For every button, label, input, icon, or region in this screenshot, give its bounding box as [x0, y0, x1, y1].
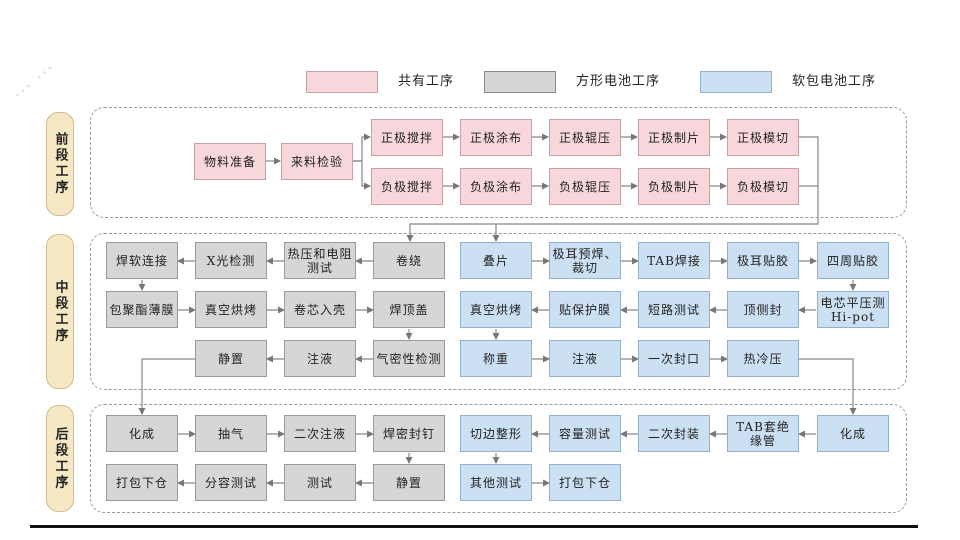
legend-label-square: 方形电池工序	[576, 74, 661, 89]
step-first-sealing: 一次封口	[638, 340, 710, 377]
step-positive-die-cut: 正极模切	[727, 119, 799, 156]
legend-swatch-shared	[306, 71, 378, 93]
step-standing-square: 静置	[195, 340, 267, 377]
step-stacking: 叠片	[460, 242, 532, 279]
step-winding: 卷绕	[373, 242, 445, 279]
step-weld-soft-connection: 焊软连接	[106, 242, 178, 279]
step-top-side-sealing: 顶侧封	[727, 291, 799, 328]
legend-label-shared: 共有工序	[398, 74, 455, 89]
step-weighing: 称重	[460, 340, 532, 377]
legend-label-pouch: 软包电池工序	[792, 74, 877, 89]
step-core-into-case: 卷芯入壳	[284, 291, 356, 328]
step-tab-insulation-sleeve: TAB套绝缘管	[727, 415, 799, 452]
step-negative-rolling: 负极辊压	[549, 168, 621, 205]
front-section-label: 前段工序	[52, 132, 68, 196]
step-incoming-inspection: 来料检验	[281, 143, 353, 180]
step-weld-top-cap: 焊顶盖	[373, 291, 445, 328]
step-wrap-polyester-film: 包聚酯薄膜	[106, 291, 178, 328]
step-negative-slitting: 负极制片	[638, 168, 710, 205]
step-degassing: 抽气	[195, 415, 267, 452]
step-pack-storage-pouch: 打包下仓	[549, 464, 621, 501]
back-section-frame	[90, 404, 907, 513]
step-tab-welding: TAB焊接	[638, 242, 710, 279]
middle-section-frame	[90, 233, 907, 390]
step-formation-square: 化成	[106, 415, 178, 452]
step-weld-seal-pin: 焊密封钉	[373, 415, 445, 452]
step-protective-film: 贴保护膜	[549, 291, 621, 328]
step-negative-coating: 负极涂布	[460, 168, 532, 205]
step-second-sealing: 二次封装	[638, 415, 710, 452]
step-pack-storage-square: 打包下仓	[106, 464, 178, 501]
step-electrolyte-fill-pouch: 注液	[549, 340, 621, 377]
step-second-fill: 二次注液	[284, 415, 356, 452]
step-positive-mixing: 正极搅拌	[371, 119, 443, 156]
step-positive-slitting: 正极制片	[638, 119, 710, 156]
step-trim-shaping: 切边整形	[460, 415, 532, 452]
step-material-prep: 物料准备	[194, 143, 266, 180]
step-hot-press-resistance-test: 热压和电阻测试	[284, 242, 356, 279]
step-positive-rolling: 正极辊压	[549, 119, 621, 156]
step-other-tests: 其他测试	[460, 464, 532, 501]
step-negative-mixing: 负极搅拌	[371, 168, 443, 205]
step-capacity-grading: 分容测试	[195, 464, 267, 501]
step-vacuum-baking-square: 真空烘烤	[195, 291, 267, 328]
step-tab-taping: 极耳贴胶	[727, 242, 799, 279]
middle-section-label: 中段工序	[52, 279, 68, 344]
legend-swatch-pouch	[700, 71, 772, 93]
step-xray-inspection: X光检测	[195, 242, 267, 279]
step-positive-coating: 正极涂布	[460, 119, 532, 156]
middle-section-tab: 中段工序	[46, 234, 74, 389]
front-section-frame	[90, 107, 907, 218]
step-cell-flatten-hipot: 电芯平压测Hi-pot	[817, 291, 889, 328]
step-standing-back: 静置	[373, 464, 445, 501]
step-negative-die-cut: 负极模切	[727, 168, 799, 205]
step-formation-pouch: 化成	[817, 415, 889, 452]
legend-swatch-square	[484, 71, 556, 93]
back-section-tab: 后段工序	[46, 405, 74, 512]
bottom-rule	[30, 525, 918, 528]
step-electrolyte-fill-square: 注液	[284, 340, 356, 377]
step-short-circuit-test: 短路测试	[638, 291, 710, 328]
step-perimeter-taping: 四周贴胶	[817, 242, 889, 279]
step-vacuum-baking-pouch: 真空烘烤	[460, 291, 532, 328]
step-capacity-test: 容量测试	[549, 415, 621, 452]
step-testing: 测试	[284, 464, 356, 501]
step-tab-prewelding-cutting: 极耳预焊、裁切	[549, 242, 621, 279]
back-section-label: 后段工序	[52, 426, 68, 491]
step-hot-cold-press: 热冷压	[727, 340, 799, 377]
step-air-tightness-test: 气密性检测	[373, 340, 445, 377]
front-section-tab: 前段工序	[46, 112, 74, 216]
